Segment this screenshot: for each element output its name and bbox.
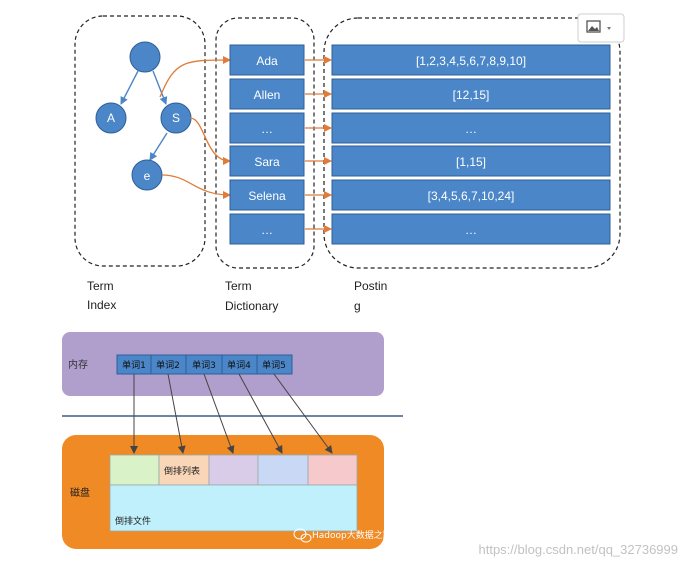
posting-label: g bbox=[354, 299, 361, 313]
memory-word-label: 单词2 bbox=[156, 359, 180, 371]
tree-edge-root-a bbox=[120, 70, 139, 105]
tree-node-e-label: e bbox=[144, 169, 151, 183]
dictionary-entry: Allen bbox=[229, 78, 305, 110]
link-word-list bbox=[203, 373, 235, 454]
inverted-list-cell bbox=[109, 454, 160, 486]
tree-node-a-label: A bbox=[107, 111, 115, 125]
inverted-list-cell bbox=[208, 454, 259, 486]
dictionary-term: Selena bbox=[248, 189, 286, 203]
inverted-file-label: 倒排文件 bbox=[115, 515, 151, 527]
watermark-brand: Hadoop大数据之路 bbox=[312, 529, 392, 541]
link-word-list bbox=[167, 373, 186, 454]
posting-entry: [1,15] bbox=[331, 145, 611, 177]
memory-word-label: 单词1 bbox=[122, 359, 146, 371]
link-e-selena bbox=[161, 174, 231, 199]
posting-list: [1,15] bbox=[456, 155, 486, 169]
inverted-file bbox=[109, 484, 358, 532]
link-word-list bbox=[273, 373, 333, 454]
posting-list: [1,2,3,4,5,6,7,8,9,10] bbox=[416, 54, 526, 68]
posting-list: [3,4,5,6,7,10,24] bbox=[428, 189, 515, 203]
memory-word: 单词1 bbox=[116, 354, 152, 375]
posting-label: Postin bbox=[354, 279, 387, 293]
link-root-ada bbox=[159, 56, 231, 98]
term-index-label: Term bbox=[87, 279, 114, 293]
tree-node-e: e bbox=[131, 159, 163, 191]
memory-label: 内存 bbox=[68, 358, 88, 371]
memory-word: 单词5 bbox=[256, 354, 293, 375]
image-icon[interactable] bbox=[577, 13, 625, 43]
dictionary-term: Allen bbox=[254, 88, 281, 102]
dictionary-term: Ada bbox=[256, 54, 278, 68]
memory-word-label: 单词3 bbox=[192, 359, 216, 371]
posting-list: … bbox=[465, 122, 477, 136]
memory-word: 单词4 bbox=[221, 354, 258, 375]
dictionary-entry: Selena bbox=[229, 179, 305, 211]
tree-node-s: S bbox=[160, 102, 192, 134]
memory-word-label: 单词5 bbox=[262, 359, 286, 371]
dictionary-entry: … bbox=[229, 213, 305, 245]
inverted-list-label: 倒排列表 bbox=[164, 465, 200, 477]
posting-entry: … bbox=[331, 112, 611, 144]
dictionary-term: … bbox=[261, 223, 273, 237]
posting-entry: [12,15] bbox=[331, 78, 611, 110]
dictionary-entry: Sara bbox=[229, 145, 305, 177]
wechat-icon bbox=[293, 528, 312, 543]
watermark-url: https://blog.csdn.net/qq_32736999 bbox=[479, 542, 679, 557]
memory-word: 单词2 bbox=[150, 354, 187, 375]
dictionary-entry: Ada bbox=[229, 44, 305, 76]
tree-node-a: A bbox=[95, 102, 127, 134]
inverted-list-cell bbox=[307, 454, 358, 486]
term-index-container bbox=[74, 15, 206, 267]
inverted-list-cell bbox=[257, 454, 309, 486]
posting-entry: [3,4,5,6,7,10,24] bbox=[331, 179, 611, 211]
term-dictionary-container bbox=[215, 17, 315, 269]
dictionary-entry: … bbox=[229, 112, 305, 144]
tree-edge-s-e bbox=[149, 132, 168, 161]
posting-entry: … bbox=[331, 213, 611, 245]
dictionary-term: … bbox=[261, 122, 273, 136]
posting-container bbox=[323, 17, 621, 269]
term-dictionary-label: Dictionary bbox=[225, 299, 278, 313]
link-word-list bbox=[238, 373, 283, 454]
tree-edge-root-s bbox=[152, 70, 168, 105]
posting-list: [12,15] bbox=[453, 88, 490, 102]
memory-word: 单词3 bbox=[185, 354, 223, 375]
memory-word-label: 单词4 bbox=[227, 359, 251, 371]
posting-list: … bbox=[465, 223, 477, 237]
posting-entry: [1,2,3,4,5,6,7,8,9,10] bbox=[331, 44, 611, 76]
link-s-sara bbox=[189, 117, 231, 165]
tree-node-root bbox=[129, 41, 161, 73]
disk-label: 磁盘 bbox=[70, 486, 90, 499]
tree-node-s-label: S bbox=[172, 111, 180, 125]
term-dictionary-label: Term bbox=[225, 279, 252, 293]
dictionary-term: Sara bbox=[254, 155, 280, 169]
term-index-label: Index bbox=[87, 298, 116, 312]
